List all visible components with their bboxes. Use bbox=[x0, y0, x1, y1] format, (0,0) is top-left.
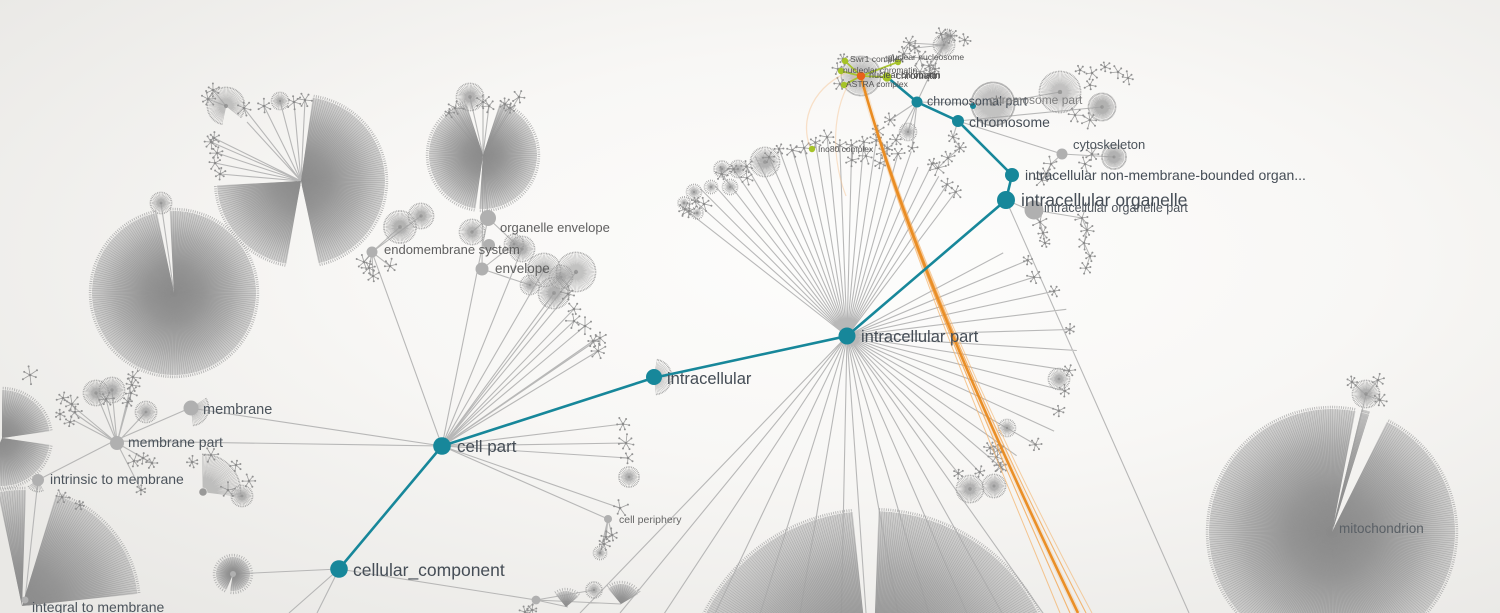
svg-text:intracellular organelle part: intracellular organelle part bbox=[1044, 201, 1188, 215]
svg-text:intracellular: intracellular bbox=[667, 370, 752, 388]
svg-text:Ino80 complex: Ino80 complex bbox=[818, 144, 874, 154]
svg-text:cell periphery: cell periphery bbox=[619, 514, 682, 526]
svg-text:organelle envelope: organelle envelope bbox=[500, 220, 610, 235]
svg-text:chromosomal part: chromosomal part bbox=[927, 95, 1028, 109]
svg-text:chromatin: chromatin bbox=[896, 71, 940, 82]
svg-text:cytoskeleton: cytoskeleton bbox=[1073, 137, 1145, 152]
svg-text:envelope: envelope bbox=[495, 261, 550, 276]
svg-text:integral to membrane: integral to membrane bbox=[32, 599, 165, 613]
svg-text:cellular_component: cellular_component bbox=[353, 560, 505, 581]
svg-text:cell part: cell part bbox=[457, 437, 517, 456]
svg-text:membrane part: membrane part bbox=[128, 434, 223, 450]
svg-text:intracellular non-membrane-bou: intracellular non-membrane-bounded organ… bbox=[1025, 167, 1306, 183]
svg-text:chromosome: chromosome bbox=[969, 114, 1050, 130]
svg-text:nuclear chromatin: nuclear chromatin bbox=[869, 70, 941, 80]
svg-text:intrinsic to membrane: intrinsic to membrane bbox=[50, 471, 184, 487]
svg-text:chromosome part: chromosome part bbox=[989, 93, 1083, 107]
svg-text:mitochondrion: mitochondrion bbox=[1339, 521, 1424, 536]
svg-text:intracellular part: intracellular part bbox=[861, 328, 979, 346]
svg-text:endomembrane system: endomembrane system bbox=[384, 242, 520, 257]
svg-text:nucleolar chromatin: nucleolar chromatin bbox=[843, 65, 917, 75]
svg-text:ASTRA complex: ASTRA complex bbox=[846, 79, 909, 89]
svg-text:nuclear nucleosome: nuclear nucleosome bbox=[888, 52, 964, 62]
svg-text:intracellular organelle: intracellular organelle bbox=[1021, 190, 1187, 210]
svg-text:membrane: membrane bbox=[203, 402, 272, 418]
svg-text:Swr1 complex: Swr1 complex bbox=[850, 54, 904, 64]
